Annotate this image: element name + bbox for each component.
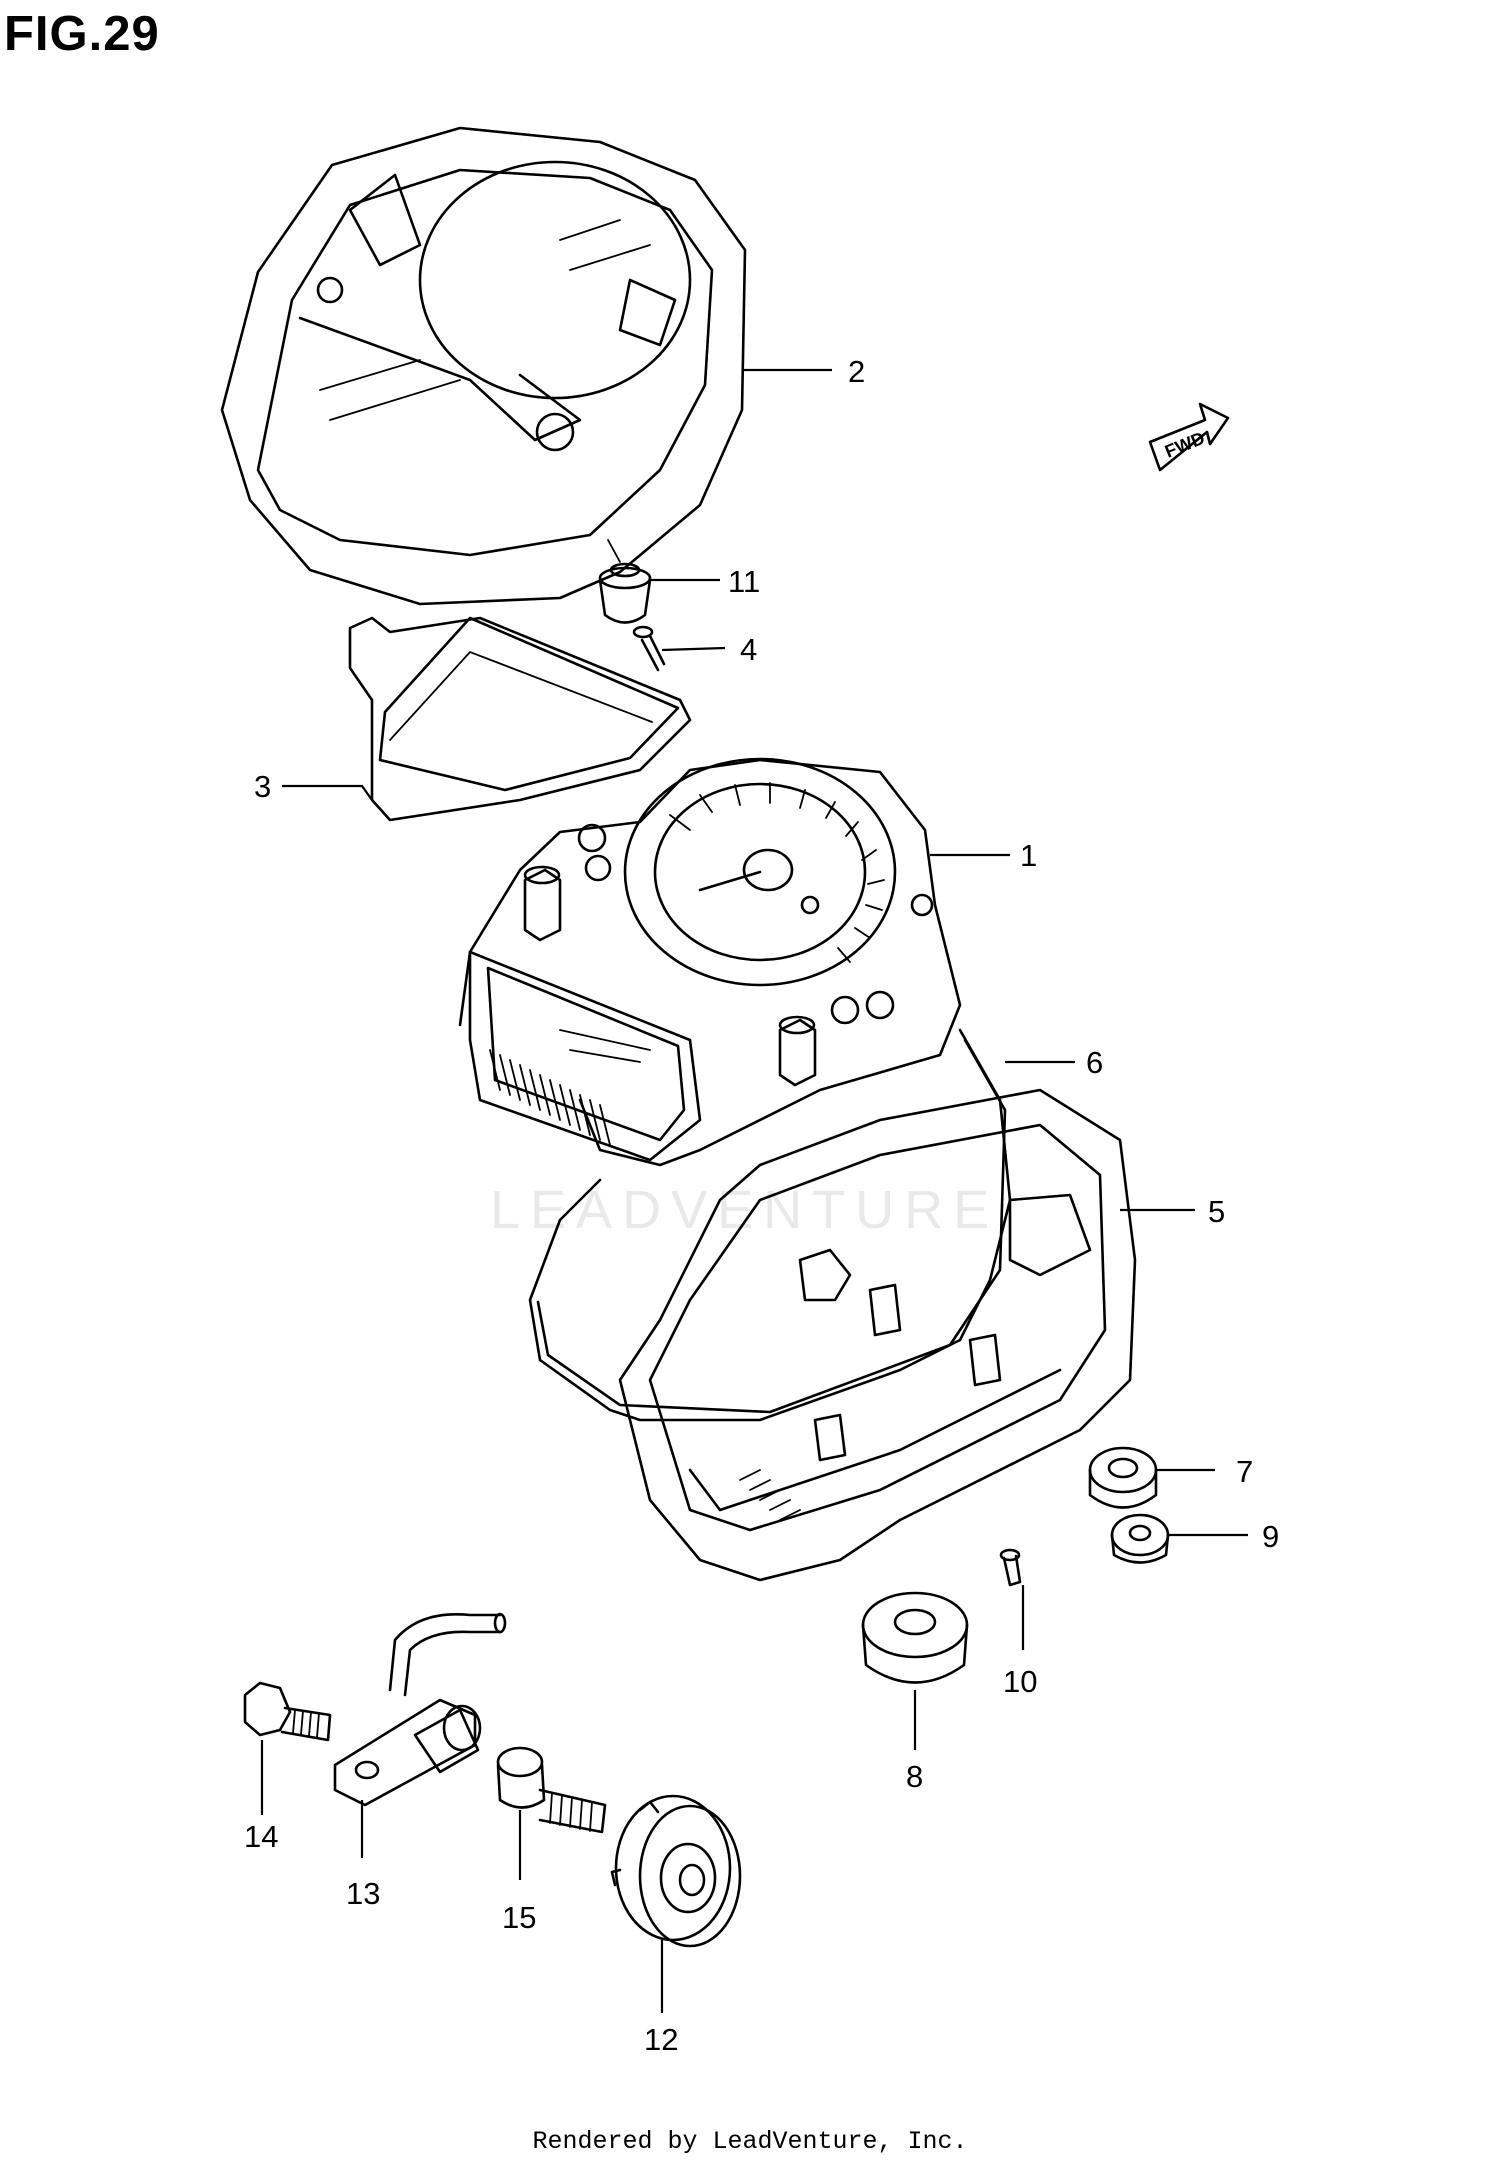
- figure-title: FIG.29: [4, 7, 160, 61]
- callout-11: 11: [728, 564, 760, 599]
- part-grommet-7: [1088, 1446, 1158, 1509]
- part-grommet-8: [861, 1591, 969, 1684]
- callout-14: 14: [244, 1819, 278, 1854]
- callout-9: 9: [1262, 1519, 1279, 1554]
- leader-lines: [260, 368, 1248, 2013]
- part-meter-assembly: [458, 757, 962, 1167]
- part-sensor-13: [333, 1612, 507, 1807]
- fwd-arrow-icon: FWD: [1148, 402, 1230, 472]
- callout-13: 13: [346, 1876, 380, 1911]
- part-bolt-14: [243, 1681, 332, 1742]
- part-cushion-11: [598, 562, 652, 624]
- part-lower-case-5: [618, 1088, 1137, 1582]
- part-screw-4: [632, 625, 666, 672]
- callout-7: 7: [1236, 1454, 1253, 1489]
- callout-6: 6: [1086, 1045, 1103, 1080]
- fwd-label: FWD: [1162, 428, 1207, 462]
- callout-8: 8: [906, 1759, 923, 1794]
- callout-3: 3: [254, 769, 271, 804]
- part-screw-10: [999, 1548, 1022, 1587]
- callout-2: 2: [848, 354, 865, 389]
- callout-1: 1: [1020, 838, 1037, 873]
- callout-12: 12: [644, 2022, 678, 2057]
- callout-4: 4: [740, 632, 757, 667]
- callout-15: 15: [502, 1900, 536, 1935]
- part-bolt-15: [496, 1746, 607, 1834]
- callout-10: 10: [1003, 1664, 1037, 1699]
- part-rotor-12: [610, 1794, 742, 1948]
- watermark: LEADVENTURE: [490, 1180, 999, 1240]
- part-lens-3: [348, 616, 692, 822]
- footer-credit: Rendered by LeadVenture, Inc.: [532, 2127, 968, 2156]
- callout-5: 5: [1208, 1194, 1225, 1229]
- part-meter-cover: [220, 126, 747, 606]
- part-collar-9: [1110, 1513, 1170, 1564]
